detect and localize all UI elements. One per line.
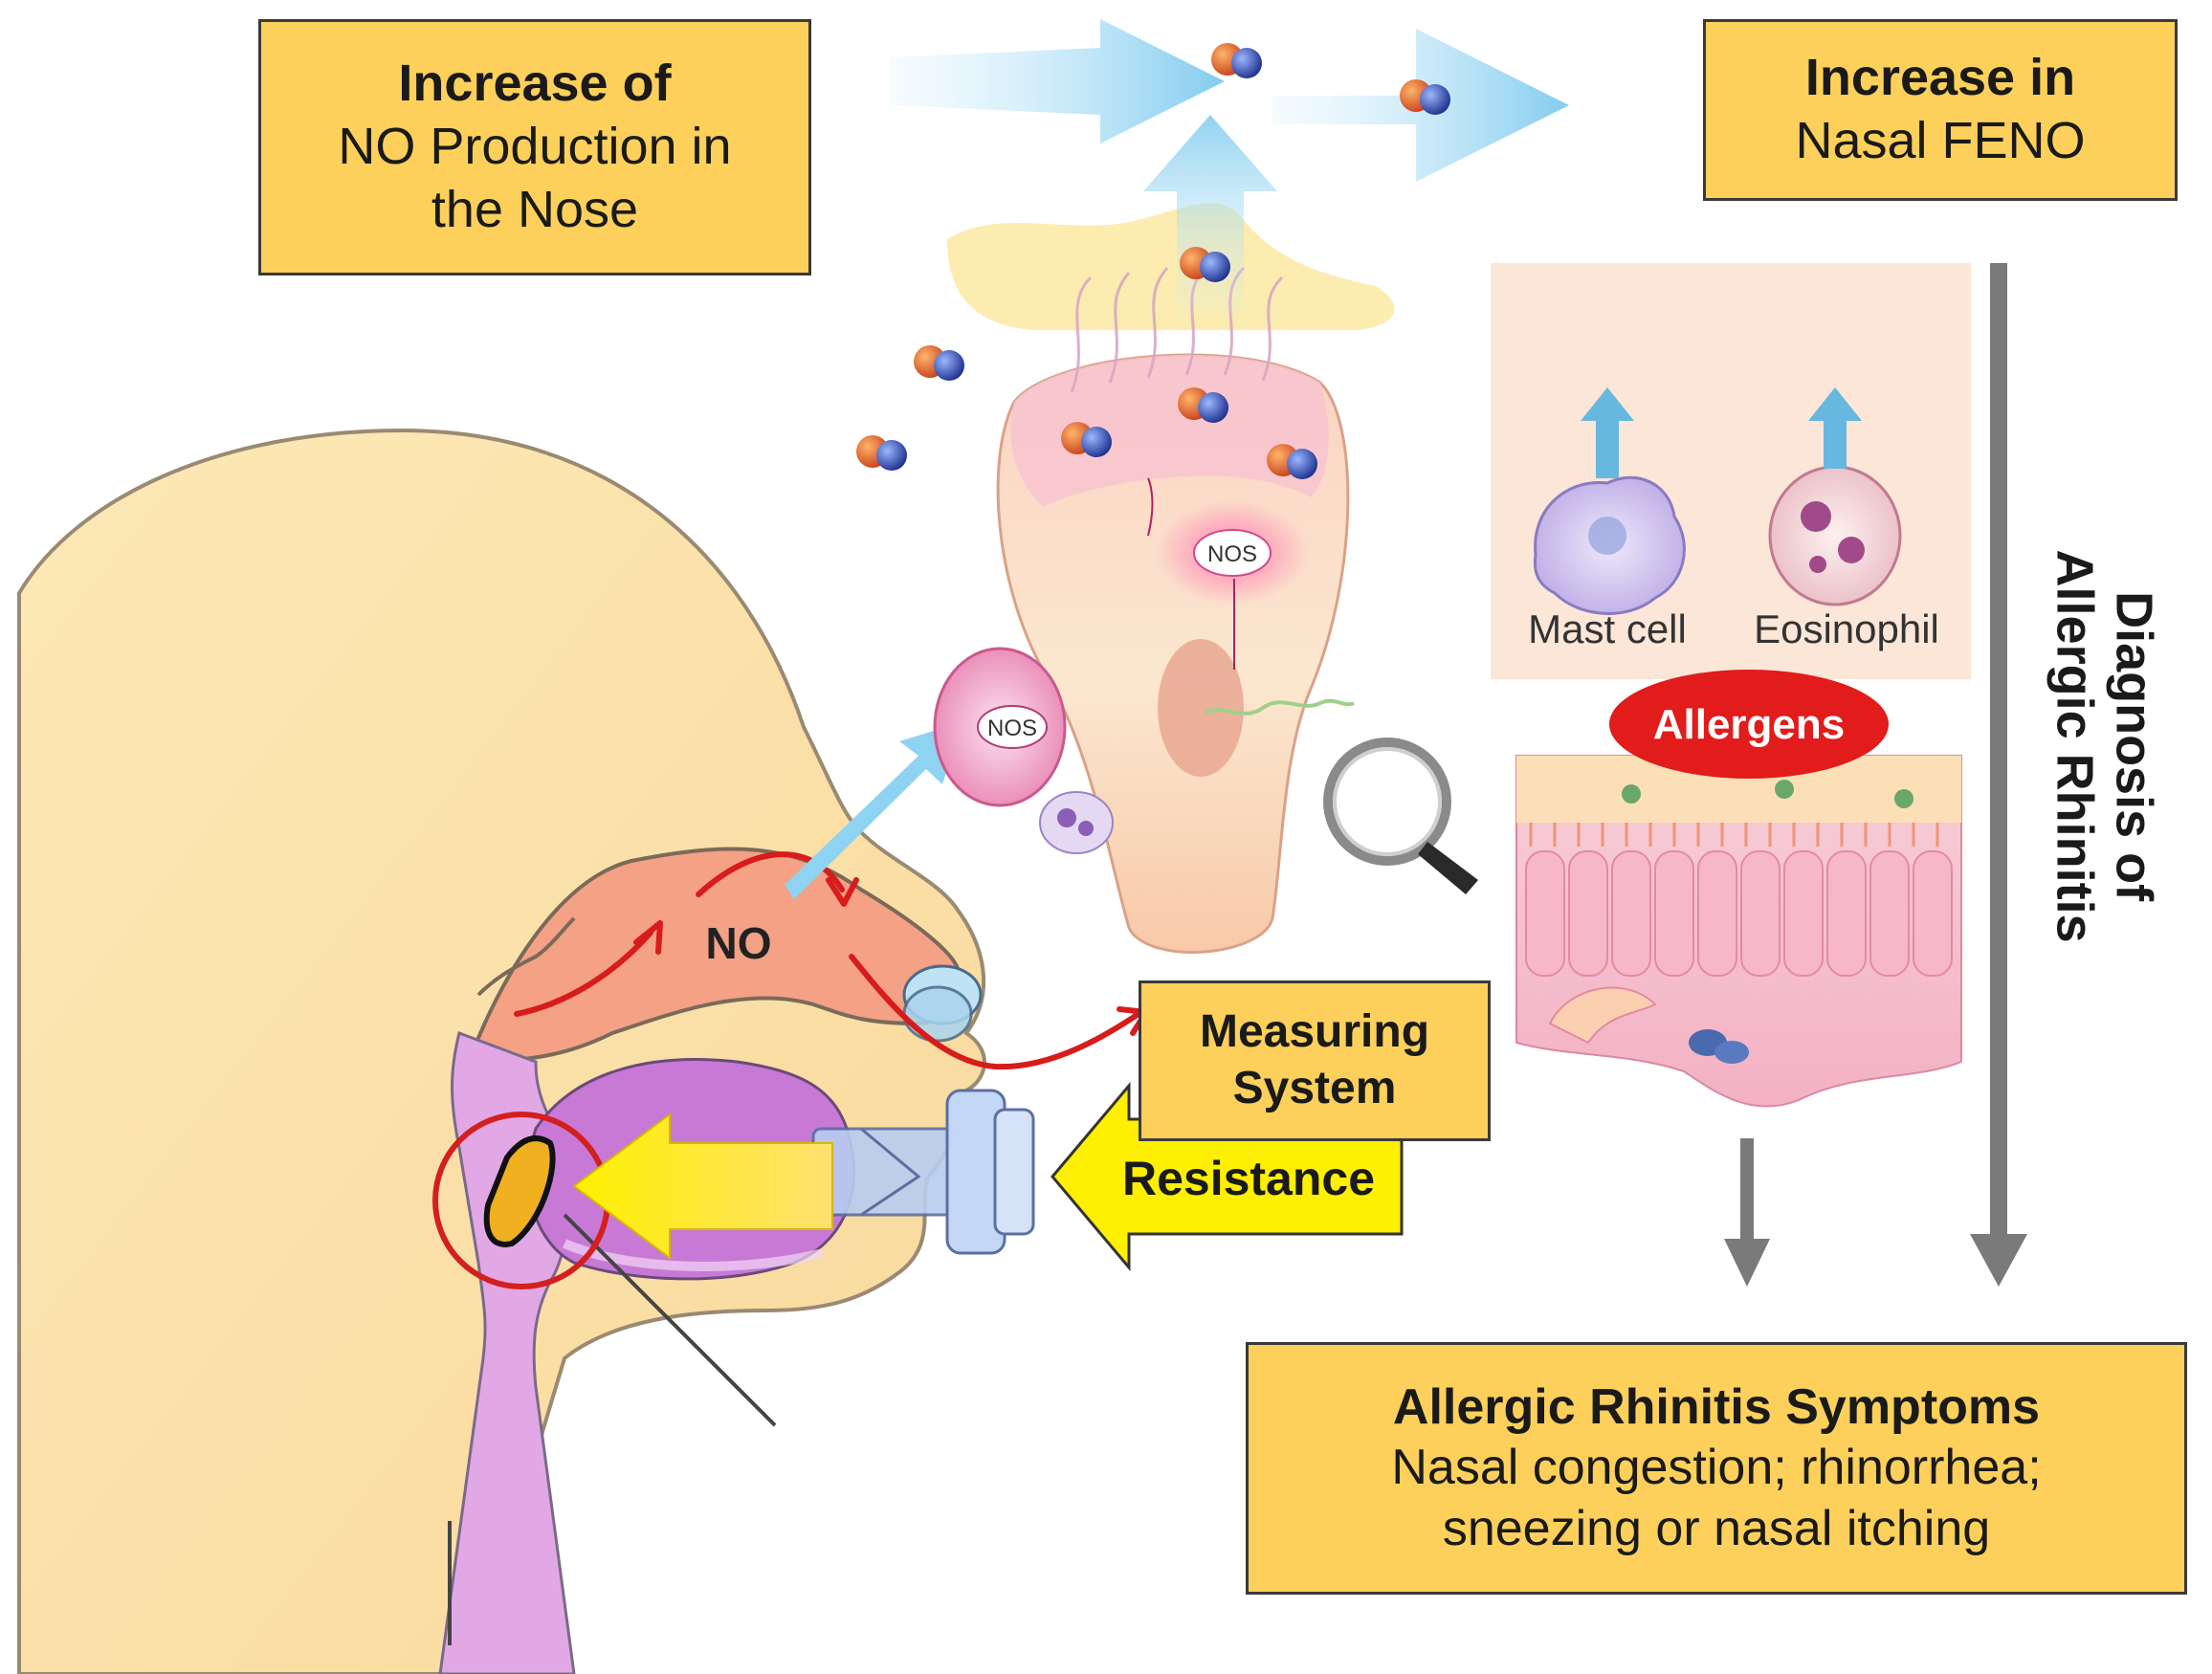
magnifier-icon — [1323, 738, 1478, 894]
symptoms-title: Allergic Rhinitis Symptoms — [1392, 1378, 2041, 1435]
measuring-line1: Measuring — [1199, 1006, 1430, 1058]
diagnosis-label: Diagnosis of Allergic Rhinitis — [2019, 497, 2191, 995]
release-up-arrow — [1143, 115, 1277, 316]
nose-no-label: NO — [706, 918, 772, 968]
nasal-feno-box: Increase in Nasal FENO — [1703, 19, 2178, 201]
measuring-system-box: Measuring System — [1139, 980, 1491, 1141]
epithelial-cell — [947, 203, 1395, 954]
no-production-title: Increase of — [398, 55, 672, 113]
nasal-feno-line2: Nasal FENO — [1795, 112, 2086, 169]
no-production-box: Increase of NO Production in the Nose — [258, 19, 811, 275]
nasal-mucosa-block — [1515, 755, 1962, 1108]
nos-cell-label: NOS — [987, 716, 1037, 741]
diagnosis-line2: Allergic Rhinitis — [2046, 549, 2105, 943]
allergens-label: Allergens — [1653, 701, 1846, 748]
symptoms-box: Allergic Rhinitis Symptoms Nasal congest… — [1246, 1342, 2187, 1595]
no-production-line3: the Nose — [431, 180, 639, 238]
mast-cell-label: Mast cell — [1528, 606, 1687, 651]
symptoms-line3: sneezing or nasal itching — [1442, 1500, 1991, 1556]
allergens-badge — [1609, 670, 1889, 779]
diagnosis-arrow — [1970, 263, 2027, 1287]
nos-cell-arrow — [785, 722, 962, 899]
head-profile — [17, 428, 986, 1674]
diagnosis-line1: Diagnosis of — [2106, 590, 2164, 902]
resistance-label: Resistance — [1122, 1152, 1375, 1205]
nos-epithelium-label: NOS — [1207, 541, 1257, 567]
eosinophil-label: Eosinophil — [1754, 606, 1939, 651]
symptoms-line2: Nasal congestion; rhinorrhea; — [1391, 1440, 2042, 1496]
measuring-line2: System — [1232, 1063, 1397, 1113]
nasal-feno-title: Increase in — [1804, 49, 2076, 107]
nasal-probe — [902, 964, 983, 1043]
nos-inflammatory-cell — [933, 647, 1114, 854]
cells-panel — [1491, 263, 1971, 679]
no-production-line2: NO Production in — [338, 118, 732, 176]
symptom-arrow — [1724, 1138, 1770, 1287]
no-flow-arrows — [514, 851, 1149, 1070]
mouthpiece-resistor — [811, 1089, 1035, 1255]
airflow-arrow — [572, 1112, 833, 1260]
